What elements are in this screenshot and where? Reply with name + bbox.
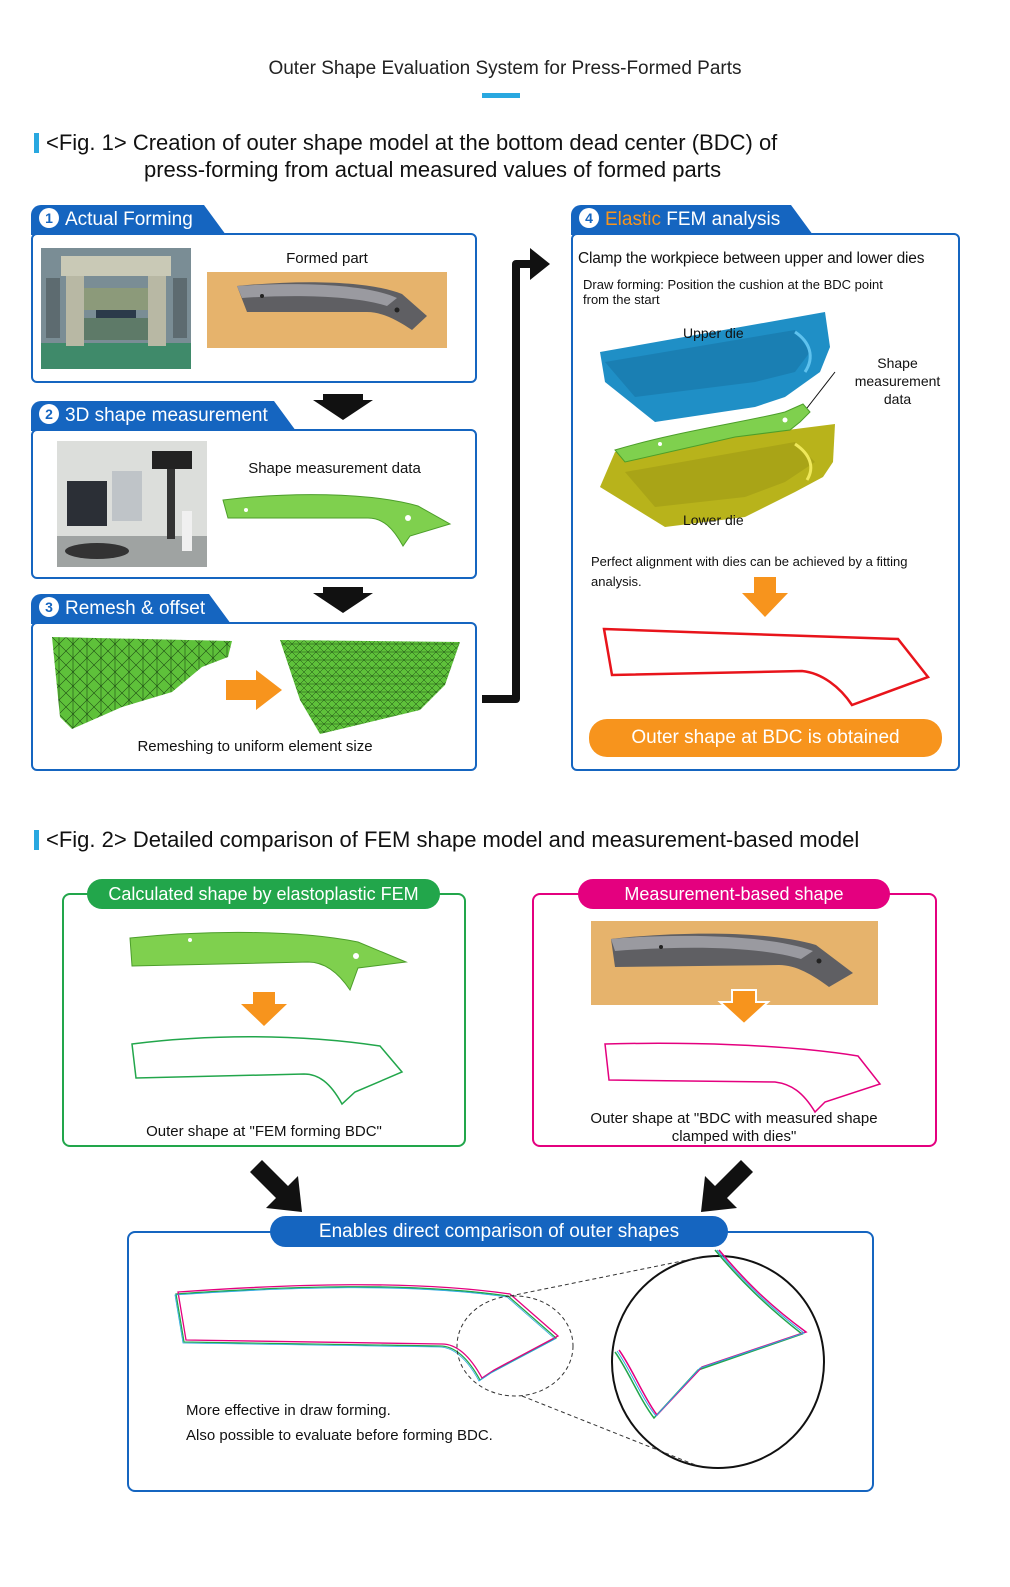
fig1-heading-line2: press-forming from actual measured value… bbox=[144, 157, 722, 182]
step4-tab: 4 Elastic FEM analysis bbox=[571, 205, 813, 235]
formed-part-illustration bbox=[207, 272, 447, 348]
dies-illustration bbox=[600, 312, 836, 527]
step3-label: Remesh & offset bbox=[65, 598, 206, 619]
fig1-heading: <Fig. 1> Creation of outer shape model a… bbox=[34, 129, 994, 183]
step4-label-highlight: Elastic bbox=[605, 209, 661, 230]
press-machine-illustration bbox=[41, 248, 191, 369]
step1-label: Actual Forming bbox=[65, 209, 193, 230]
shape-label-line1: Shape bbox=[877, 355, 918, 371]
connector-arrow-icon bbox=[482, 248, 550, 703]
title-accent-bar bbox=[482, 93, 520, 98]
step3-number: 3 bbox=[39, 597, 59, 617]
measurement-caption-line1: Outer shape at "BDC with measured shape bbox=[590, 1110, 878, 1127]
step4-label-rest: FEM analysis bbox=[660, 209, 781, 230]
page-title: Outer Shape Evaluation System for Press-… bbox=[268, 58, 742, 79]
step4-number: 4 bbox=[579, 208, 599, 228]
step2-tab: 2 3D shape measurement bbox=[31, 401, 296, 431]
alignment-text: Perfect alignment with dies can be achie… bbox=[591, 552, 951, 592]
arrow-down-orange-icon bbox=[742, 577, 788, 617]
shape-label-line3: data bbox=[883, 391, 912, 407]
fine-mesh-illustration bbox=[280, 640, 460, 734]
press-machine-photo bbox=[41, 248, 191, 369]
step3-tab: 3 Remesh & offset bbox=[31, 594, 231, 624]
comparison-note-line1: More effective in draw forming. bbox=[186, 1402, 391, 1419]
fig1-heading-line1: <Fig. 1> Creation of outer shape model a… bbox=[46, 130, 778, 155]
shape-label-line2: measurement bbox=[854, 373, 941, 389]
step3-caption: Remeshing to uniform element size bbox=[137, 738, 373, 755]
arrow-diagonal-down-right-icon bbox=[250, 1160, 302, 1212]
red-outer-shape bbox=[602, 627, 931, 707]
formed-part-photo bbox=[207, 272, 447, 348]
step1-tab: 1 Actual Forming bbox=[31, 205, 226, 235]
comparison-note-line2: Also possible to evaluate before forming… bbox=[186, 1427, 493, 1444]
fem-green-outline bbox=[131, 1036, 404, 1106]
heading-marker bbox=[34, 830, 39, 850]
measurement-shape-caption: Outer shape at "BDC with measured shape … bbox=[540, 1110, 928, 1146]
alignment-line1: Perfect alignment with dies can be achie… bbox=[591, 554, 908, 569]
comparison-note: More effective in draw forming. Also pos… bbox=[186, 1398, 493, 1448]
comparison-title: Enables direct comparison of outer shape… bbox=[270, 1216, 728, 1247]
result-pill: Outer shape at BDC is obtained bbox=[589, 719, 942, 757]
comparison-illustration bbox=[174, 1249, 825, 1469]
step1-number: 1 bbox=[39, 208, 59, 228]
step1-caption: Formed part bbox=[286, 250, 368, 267]
measurement-caption-line2: clamped with dies" bbox=[671, 1128, 797, 1145]
shape-measurement-label: Shape measurement data bbox=[840, 354, 955, 408]
fig2-heading-text: <Fig. 2> Detailed comparison of FEM shap… bbox=[46, 827, 860, 852]
fig2-heading: <Fig. 2> Detailed comparison of FEM shap… bbox=[34, 826, 994, 853]
heading-marker bbox=[34, 133, 39, 153]
arrow-down-icon bbox=[313, 394, 373, 420]
draw-forming-text: Draw forming: Position the cushion at th… bbox=[583, 277, 953, 307]
lower-die-label: Lower die bbox=[683, 512, 744, 528]
step2-label: 3D shape measurement bbox=[65, 405, 268, 426]
arrow-diagonal-down-left-icon bbox=[701, 1160, 753, 1212]
fem-green-shape bbox=[129, 931, 408, 992]
measurement-magenta-outline bbox=[604, 1042, 882, 1114]
step2-caption: Shape measurement data bbox=[248, 460, 421, 477]
fem-shape-caption: Outer shape at "FEM forming BDC" bbox=[146, 1123, 382, 1140]
draw-forming-line2: from the start bbox=[583, 292, 660, 307]
measurement-setup-photo bbox=[57, 441, 207, 567]
arrow-down-orange-icon bbox=[241, 992, 287, 1026]
step2-number: 2 bbox=[39, 404, 59, 424]
fem-shape-title: Calculated shape by elastoplastic FEM bbox=[87, 879, 440, 909]
arrow-down-orange-icon bbox=[717, 989, 771, 1026]
measurement-shape-title: Measurement-based shape bbox=[578, 879, 890, 909]
clamp-text: Clamp the workpiece between upper and lo… bbox=[578, 250, 925, 267]
coarse-mesh-illustration bbox=[52, 637, 232, 729]
measurement-setup-illustration bbox=[57, 441, 207, 567]
green-scan-shape bbox=[222, 494, 452, 547]
arrow-down-icon bbox=[313, 587, 373, 613]
alignment-line2: analysis. bbox=[591, 574, 642, 589]
draw-forming-line1: Draw forming: Position the cushion at th… bbox=[583, 277, 883, 292]
upper-die-label: Upper die bbox=[683, 325, 744, 341]
arrow-right-icon bbox=[226, 670, 282, 710]
